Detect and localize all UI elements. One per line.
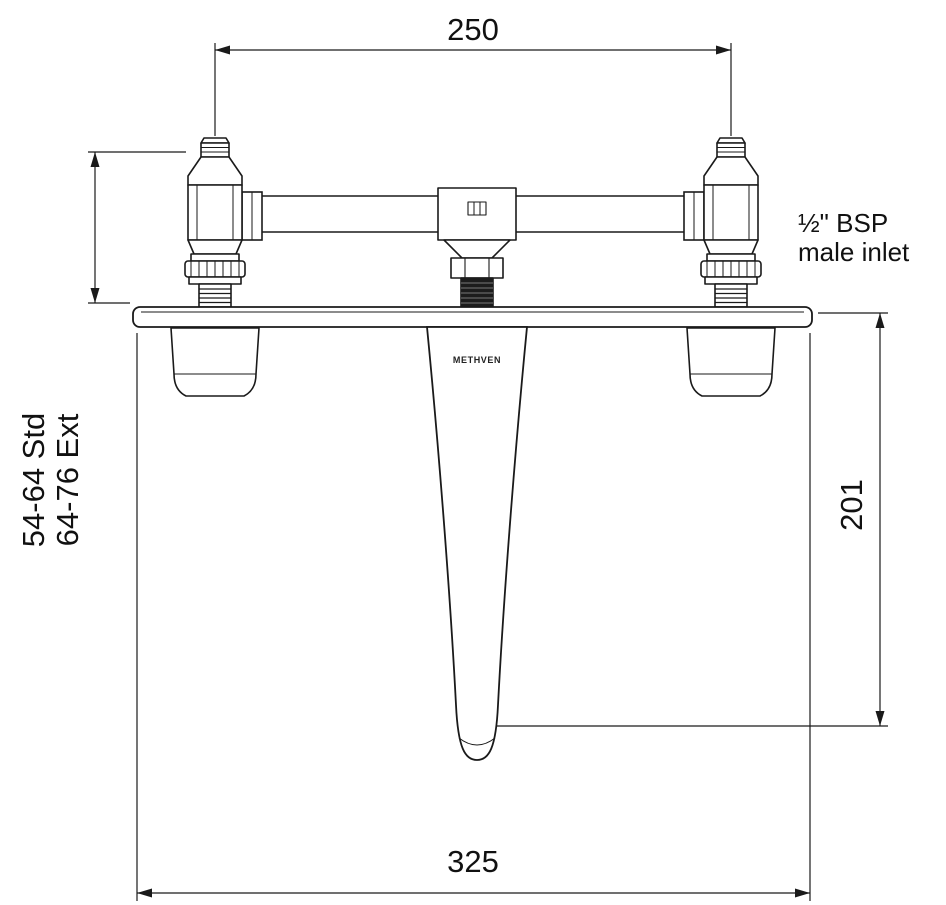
pipe-coupling-right [683, 191, 705, 241]
inlet-label-line2: male inlet [798, 237, 910, 267]
arrowhead [875, 313, 885, 328]
dim-spout-drop-label: 201 [834, 479, 869, 531]
brand-text: METHVEN [453, 355, 501, 365]
arrowhead [215, 45, 230, 55]
inlet-annotation: ½" BSP male inlet [798, 208, 910, 267]
wall-plate [132, 306, 813, 328]
escutcheon-left [170, 327, 260, 397]
dim-plate-width-label: 325 [447, 844, 499, 879]
arrowhead [90, 288, 100, 303]
dimension-plate-width: 325 [136, 333, 811, 901]
dimension-spout-drop: 201 [497, 312, 888, 727]
dimension-wall-depth: 54-64 Std 64-76 Ext [16, 151, 186, 547]
pipe-coupling-left [241, 191, 263, 241]
arrowhead [795, 888, 810, 898]
spout: METHVEN [426, 326, 528, 761]
center-tee [437, 187, 517, 308]
dim-top-width-label: 250 [447, 12, 499, 47]
arrowhead [716, 45, 731, 55]
escutcheon-right [686, 327, 776, 397]
tap-valve-left [184, 137, 246, 308]
dim-wall-depth-std-label: 54-64 Std [16, 413, 51, 547]
arrowhead [90, 152, 100, 167]
tap-valve-right [700, 137, 762, 308]
dim-wall-depth-ext-label: 64-76 Ext [50, 413, 85, 546]
arrowhead [875, 711, 885, 726]
inlet-label-line1: ½" BSP [798, 208, 888, 238]
dimension-top-width: 250 [214, 12, 732, 136]
arrowhead [137, 888, 152, 898]
